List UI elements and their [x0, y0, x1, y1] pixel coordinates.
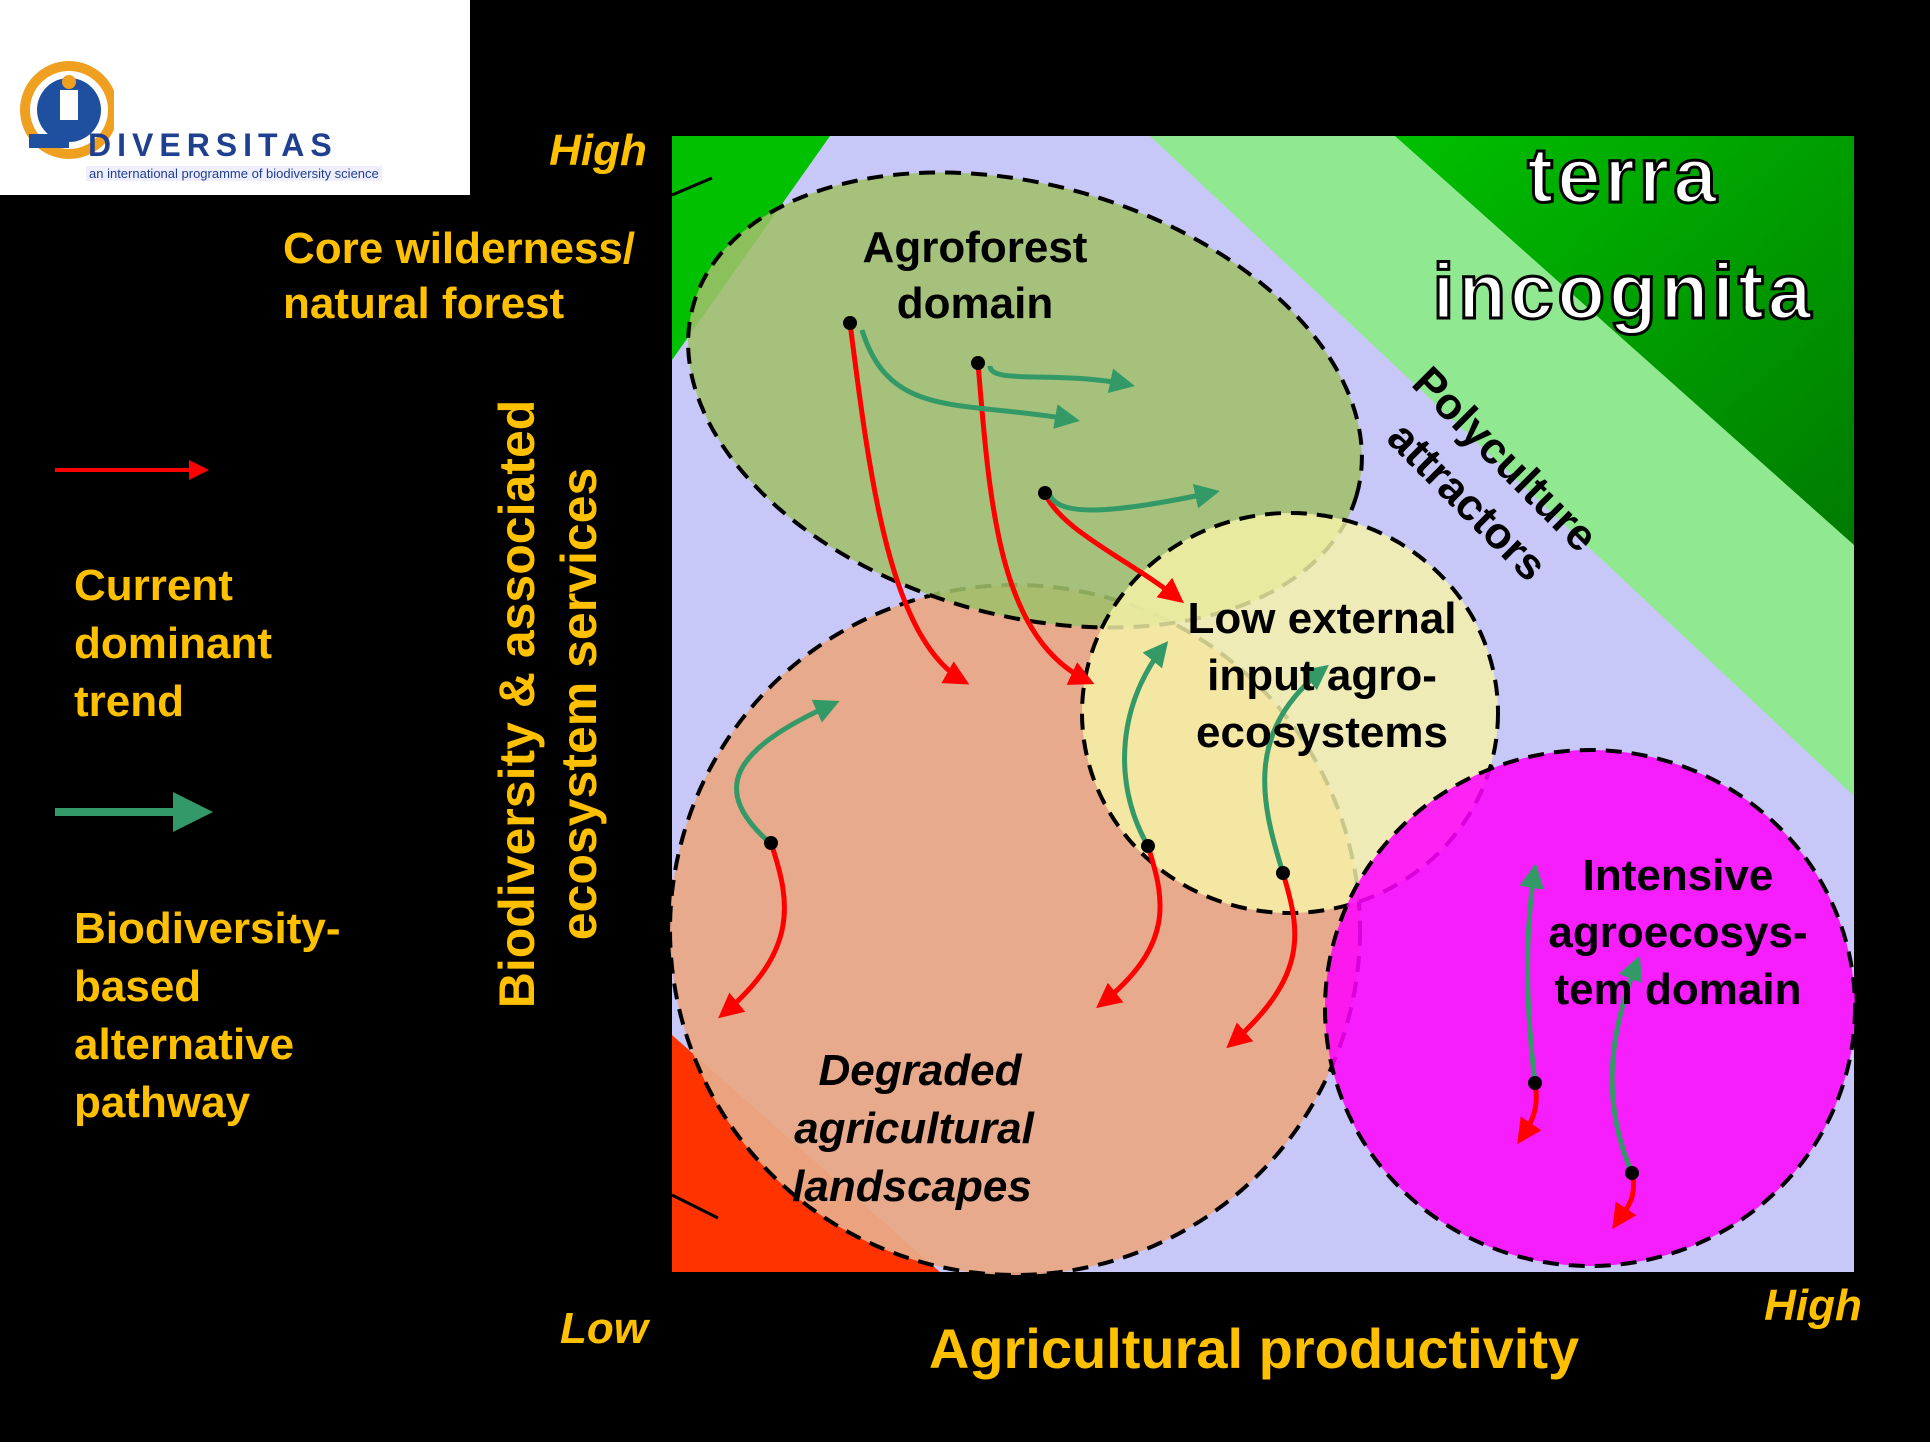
- alternative-arrow: [1609, 955, 1643, 1175]
- legend-current-label: Current: [74, 561, 233, 610]
- intensive-label: Intensive: [1583, 851, 1774, 900]
- legend-current-label: dominant: [74, 619, 272, 668]
- intensive-label: tem domain: [1555, 965, 1802, 1014]
- logo-tagline: an international programme of biodiversi…: [86, 166, 382, 181]
- start-point: [1038, 486, 1052, 500]
- terra-incognita-label: terra: [1527, 131, 1720, 219]
- y-axis-high: High: [549, 126, 647, 175]
- low-input-label: Low external: [1188, 594, 1457, 643]
- alternative-arrow: [859, 329, 1080, 429]
- x-axis-high: High: [1764, 1281, 1862, 1330]
- start-point: [1276, 866, 1290, 880]
- start-point: [971, 356, 985, 370]
- core-wilderness-label: natural forest: [283, 279, 565, 328]
- start-point: [843, 316, 857, 330]
- degraded-label: landscapes: [792, 1162, 1032, 1211]
- agroforest-label: domain: [897, 279, 1053, 328]
- y-axis-label: Biodiversity & associated ecosystem serv…: [489, 400, 607, 1009]
- start-point: [1625, 1166, 1639, 1180]
- axis-tick-top: [671, 176, 713, 197]
- legend-alt-label: alternative: [74, 1020, 294, 1069]
- low-input-region: [1080, 511, 1500, 915]
- logo-emblem: [20, 61, 114, 159]
- trend-arrow: [1096, 845, 1163, 1009]
- y-axis-low: Low: [560, 1304, 651, 1353]
- low-input-label: input agro-: [1207, 651, 1437, 700]
- legend-current-label: trend: [74, 677, 184, 726]
- alternative-arrow: [1262, 664, 1329, 874]
- core-wilderness-label: Core wilderness/: [283, 224, 635, 273]
- trend-arrow: [1042, 491, 1184, 604]
- start-point: [1528, 1076, 1542, 1090]
- agroforest-label: Agroforest: [863, 223, 1088, 272]
- alternative-arrow: [1047, 483, 1220, 513]
- start-point: [1141, 839, 1155, 853]
- alternative-arrow: [1122, 641, 1169, 848]
- trend-arrow: [847, 322, 970, 685]
- y-axis-label-line2: ecosystem services: [551, 468, 607, 941]
- trend-arrow: [718, 842, 787, 1019]
- terra-incognita-label: incognita: [1433, 247, 1816, 335]
- alternative-arrow: [734, 699, 840, 845]
- pathway-start-points: [764, 316, 1639, 1180]
- diversitas-logo: DIVERSITAS an international programme of…: [0, 0, 470, 195]
- legend-alt-label: Biodiversity-: [74, 904, 341, 953]
- alternative-arrow: [1519, 863, 1545, 1084]
- trend-arrow: [1226, 872, 1298, 1049]
- degraded-label: Degraded: [819, 1046, 1023, 1095]
- start-point: [764, 836, 778, 850]
- intensive-region: [1323, 748, 1857, 1268]
- x-axis-label: Agricultural productivity: [929, 1317, 1579, 1380]
- legend-alt-label: pathway: [74, 1078, 251, 1127]
- agroforest-region: [686, 170, 1364, 630]
- alternative-arrow: [987, 365, 1135, 394]
- axis-tick-bottom: [671, 1193, 719, 1220]
- terra-incognita-zone: [1395, 136, 1854, 545]
- trend-arrow: [975, 362, 1095, 685]
- intensive-label: agroecosys-: [1548, 908, 1807, 957]
- low-input-label: ecosystems: [1196, 708, 1448, 757]
- logo-title: DIVERSITAS: [88, 127, 338, 163]
- legend-alt-label: based: [74, 962, 201, 1011]
- y-axis-label-line1: Biodiversity & associated: [489, 400, 545, 1009]
- degraded-label: agricultural: [794, 1104, 1034, 1153]
